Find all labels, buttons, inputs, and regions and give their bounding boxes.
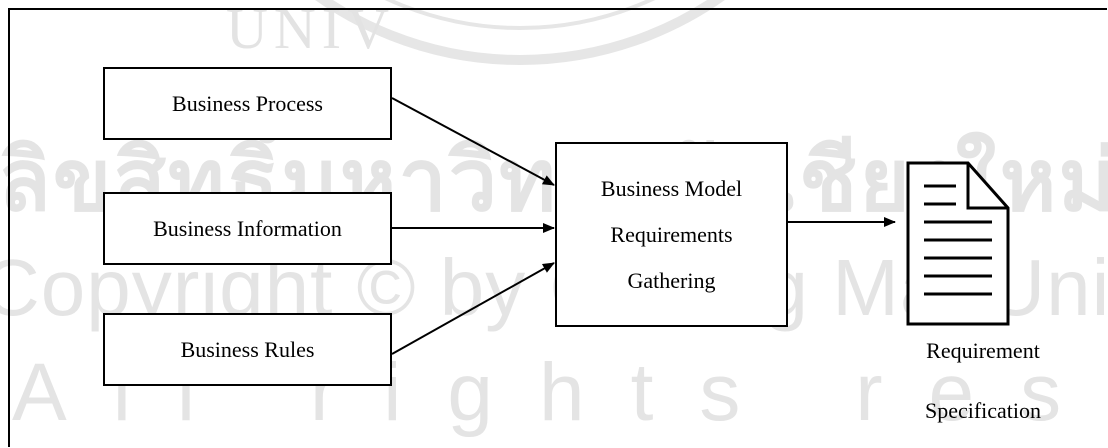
business-information-label: Business Information (153, 215, 342, 241)
business-process-box: Business Process (103, 67, 392, 140)
center-label-line-3: Gathering (627, 267, 716, 293)
business-rules-box: Business Rules (103, 313, 392, 386)
arrow-rules-to-model (391, 262, 555, 355)
arrow-process-to-model (391, 97, 555, 186)
business-information-box: Business Information (103, 192, 392, 265)
center-label-line-1: Business Model (600, 175, 743, 201)
spec-caption-line-1: Requirement (926, 338, 1040, 363)
document-icon (906, 161, 1010, 326)
business-rules-label: Business Rules (180, 336, 315, 362)
business-process-label: Business Process (172, 90, 323, 116)
figure-frame (8, 8, 1107, 447)
spec-caption-line-2: Specification (924, 398, 1042, 423)
requirements-gathering-box: Business Model Requirements Gathering (555, 142, 788, 327)
center-label-line-2: Requirements (610, 221, 733, 247)
